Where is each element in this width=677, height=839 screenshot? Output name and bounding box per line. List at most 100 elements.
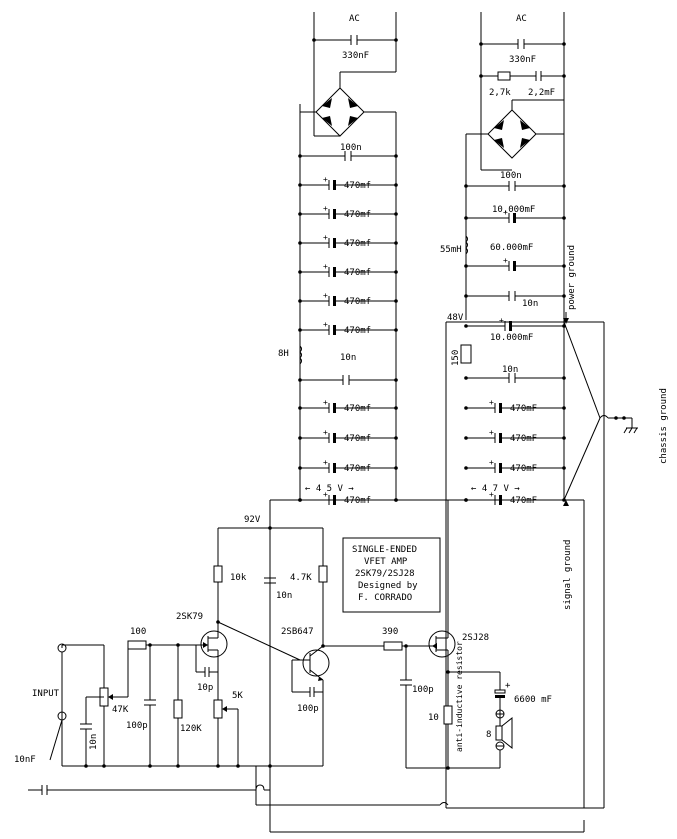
output-cap-label: 6600 mF: [514, 695, 552, 705]
left-voltage-label: ← 4 5 V →: [305, 484, 354, 494]
right-big-cap-3: +10.000mF: [464, 316, 566, 343]
left-elco-8-plus: +: [323, 428, 328, 437]
left-elco-9-plus: +: [323, 458, 328, 467]
q1-label: 2SK79: [176, 612, 203, 622]
left-elco-7-label: 470mf: [344, 404, 371, 414]
left-elco-2-plus: +: [323, 204, 328, 213]
input-filter-cap-label: 10n: [89, 734, 99, 750]
left-elco-4-label: 470mf: [344, 268, 371, 278]
output-resistor: [443, 705, 453, 725]
right-film-cap-3: 10n: [464, 365, 566, 383]
input-resistor: [127, 640, 147, 650]
bias-pot-label: 5K: [232, 691, 243, 701]
q2-label: 2SB647: [281, 627, 314, 637]
q2-bjt: [300, 645, 330, 681]
left-elco-2-label: 470mf: [344, 210, 371, 220]
left-elco-6-label: 470mf: [344, 326, 371, 336]
amplifier-stage: 92V SINGLE-ENDED VFET AMP 2SK79/2SJ28 De…: [14, 498, 585, 833]
right-elco-1: +470mF: [464, 398, 566, 414]
speaker-impedance-label: 8: [486, 730, 491, 740]
mid-cap-label: 10n: [276, 591, 292, 601]
drain-resistor-label: 10k: [230, 573, 247, 583]
left-elco-6-plus: +: [323, 320, 328, 329]
gate-resistor-label: 390: [382, 627, 398, 637]
left-elco-6: +470mf: [298, 320, 398, 336]
left-x-cap-label: 330nF: [342, 51, 369, 61]
right-x-cap-label: 330nF: [509, 55, 536, 65]
bias-resistor-label: 120K: [180, 724, 202, 734]
left-ac-label: AC: [349, 14, 360, 24]
right-big-cap-2: +60.000mF: [464, 243, 566, 271]
right-big-cap-1: +10.000mF: [464, 205, 566, 223]
bleeder-resistor: [460, 344, 472, 364]
collector-resistor: [318, 565, 328, 583]
q3-label: 2SJ28: [462, 633, 489, 643]
q3-vfet: [428, 500, 456, 672]
title-line-2: VFET AMP: [364, 557, 408, 567]
left-film-cap-label: 100n: [340, 143, 362, 153]
left-elco-4: +470mf: [298, 262, 398, 278]
right-elco-2-plus: +: [489, 428, 494, 437]
title-line-5: F. CORRADO: [358, 593, 412, 603]
right-elco-2: +470mF: [464, 428, 566, 444]
output-cap-plus: +: [505, 681, 511, 691]
left-elco-7-plus: +: [323, 398, 328, 407]
left-elco-2: +470mf: [298, 204, 398, 220]
right-bridge-rectifier: [487, 109, 537, 159]
signal-ground-label: signal ground: [563, 540, 573, 610]
left-mid-film-cap: 10n: [298, 353, 398, 385]
right-elco-1-label: 470mF: [510, 404, 537, 414]
bias-resistor: [173, 699, 183, 719]
right-film-cap-2: 10n: [464, 291, 566, 309]
right-big-cap-1-plus: +: [503, 208, 508, 217]
right-film-cap: 100n: [464, 171, 566, 191]
bleeder-resistor-label: 150: [451, 350, 461, 366]
output-resistor-label: 10: [428, 713, 439, 723]
left-elco-3-plus: +: [323, 233, 328, 242]
right-rail-label: 48V: [447, 313, 464, 323]
title-box: [342, 537, 441, 613]
left-elco-9: +470mf: [298, 458, 398, 474]
drain-resistor: [213, 565, 223, 583]
right-film-cap-label: 100n: [500, 171, 522, 181]
left-elco-3-label: 470mf: [344, 239, 371, 249]
left-choke-label: 8H: [278, 349, 289, 359]
left-capacitor-ladder: 100n+470mf+470mf+470mf+470mf+470mf+470mf…: [298, 143, 398, 506]
right-choke-label: 55mH: [440, 245, 462, 255]
power-ground-label: power ground: [567, 245, 577, 310]
anti-inductive-note: anti-inductive resistor: [455, 641, 464, 752]
gate-resistor: [383, 641, 403, 651]
gate-cap-label: 100p: [412, 685, 434, 695]
left-elco-1: +470mf: [298, 175, 398, 191]
input-resistor-label: 100: [130, 627, 146, 637]
left-elco-5-plus: +: [323, 291, 328, 300]
right-snubber-r-label: 2,7k: [489, 88, 511, 98]
right-capacitor-ladder: 100n+10.000mF+60.000mF10n+10.000mF10n+47…: [464, 171, 566, 506]
right-elco-3-label: 470mF: [510, 464, 537, 474]
right-film-cap-2-label: 10n: [522, 299, 538, 309]
collector-resistor-label: 4.7K: [290, 573, 312, 583]
input-label: INPUT: [32, 689, 60, 699]
right-elco-1-plus: +: [489, 398, 494, 407]
right-big-cap-2-label: 60.000mF: [490, 243, 533, 253]
left-elco-9-label: 470mf: [344, 464, 371, 474]
left-mid-film-cap-label: 10n: [340, 353, 356, 363]
left-elco-5-label: 470mf: [344, 297, 371, 307]
left-power-supply: AC 330nF 100n+470mf+470mf+470mf+470mf+47…: [278, 12, 398, 506]
chassis-ground-label: chassis ground: [659, 388, 669, 464]
q2-cap-label: 100p: [297, 704, 319, 714]
right-elco-3-plus: +: [489, 458, 494, 467]
bias-pot[interactable]: [213, 699, 223, 719]
right-big-cap-2-plus: +: [503, 256, 508, 265]
left-elco-1-plus: +: [323, 175, 328, 184]
title-line-3: 2SK79/2SJ28: [355, 569, 415, 579]
right-elco-4-plus: +: [489, 490, 494, 499]
q1-jfet: [200, 628, 228, 694]
right-elco-3: +470mF: [464, 458, 566, 474]
right-ac-label: AC: [516, 14, 527, 24]
right-big-cap-3-label: 10.000mF: [490, 333, 533, 343]
right-voltage-label: ← 4 7 V →: [471, 484, 520, 494]
left-elco-3: +470mf: [298, 233, 398, 249]
